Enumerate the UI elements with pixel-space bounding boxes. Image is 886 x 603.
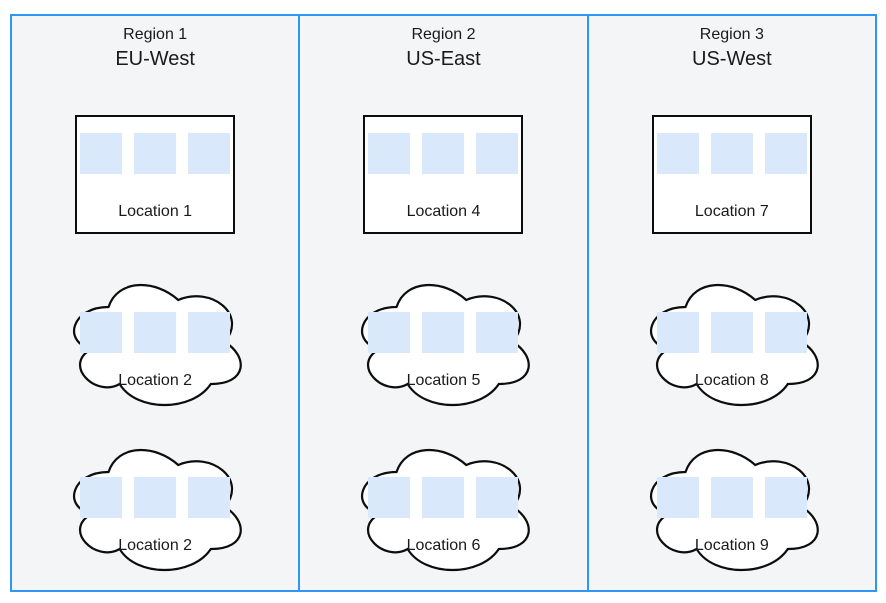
server-square	[368, 477, 411, 518]
server-rack	[77, 133, 233, 174]
server-square	[422, 312, 465, 353]
server-square	[476, 477, 519, 518]
cloud-node: Location 9	[639, 437, 825, 577]
server-square	[134, 312, 177, 353]
server-square	[188, 312, 231, 353]
cloud-node: Location 8	[639, 272, 825, 412]
region-panel-3: Region 3 US-West Location 7	[588, 14, 877, 592]
server-square	[188, 477, 231, 518]
server-square	[134, 477, 177, 518]
server-rack	[350, 312, 536, 353]
region-subtitle: EU-West	[115, 48, 195, 70]
region-subtitle: US-East	[406, 48, 481, 70]
server-rack	[62, 477, 248, 518]
location-label: Location 4	[406, 203, 481, 220]
cloud-node: Location 5	[350, 272, 536, 412]
location-label: Location 7	[694, 203, 769, 220]
location-label: Location 2	[118, 372, 193, 389]
cloud-node: Location 2	[62, 272, 248, 412]
server-square	[764, 312, 807, 353]
server-square	[710, 312, 753, 353]
server-square	[764, 477, 807, 518]
server-square	[422, 477, 465, 518]
region-panel-2: Region 2 US-East Location 4	[300, 14, 589, 592]
datacenter-node: Location 4	[363, 115, 524, 234]
location-label: Location 5	[406, 372, 481, 389]
datacenter-node: Location 7	[651, 115, 812, 234]
server-square	[368, 133, 411, 174]
server-rack	[639, 312, 825, 353]
cloud-node: Location 2	[62, 437, 248, 577]
cloud-node: Location 6	[350, 437, 536, 577]
server-square	[710, 477, 753, 518]
server-square	[368, 312, 411, 353]
region-title: Region 3	[699, 26, 764, 43]
regions-diagram: Region 1 EU-West Location 1	[10, 14, 877, 592]
region-title: Region 1	[123, 26, 188, 43]
server-rack	[654, 133, 810, 174]
location-label: Location 2	[118, 537, 193, 554]
server-square	[656, 477, 699, 518]
server-square	[80, 133, 123, 174]
server-square	[80, 312, 123, 353]
server-square	[656, 133, 699, 174]
server-square	[476, 133, 519, 174]
server-rack	[350, 477, 536, 518]
datacenter-node: Location 1	[75, 115, 236, 234]
location-label: Location 9	[694, 537, 769, 554]
server-square	[476, 312, 519, 353]
server-square	[710, 133, 753, 174]
region-panel-1: Region 1 EU-West Location 1	[10, 14, 301, 592]
server-square	[80, 477, 123, 518]
server-square	[134, 133, 177, 174]
server-square	[188, 133, 231, 174]
server-rack	[62, 312, 248, 353]
region-subtitle: US-West	[692, 48, 772, 70]
server-square	[422, 133, 465, 174]
location-label: Location 1	[118, 203, 193, 220]
server-rack	[639, 477, 825, 518]
location-label: Location 8	[694, 372, 769, 389]
location-label: Location 6	[406, 537, 481, 554]
server-square	[656, 312, 699, 353]
server-square	[764, 133, 807, 174]
server-rack	[365, 133, 521, 174]
region-title: Region 2	[411, 26, 476, 43]
